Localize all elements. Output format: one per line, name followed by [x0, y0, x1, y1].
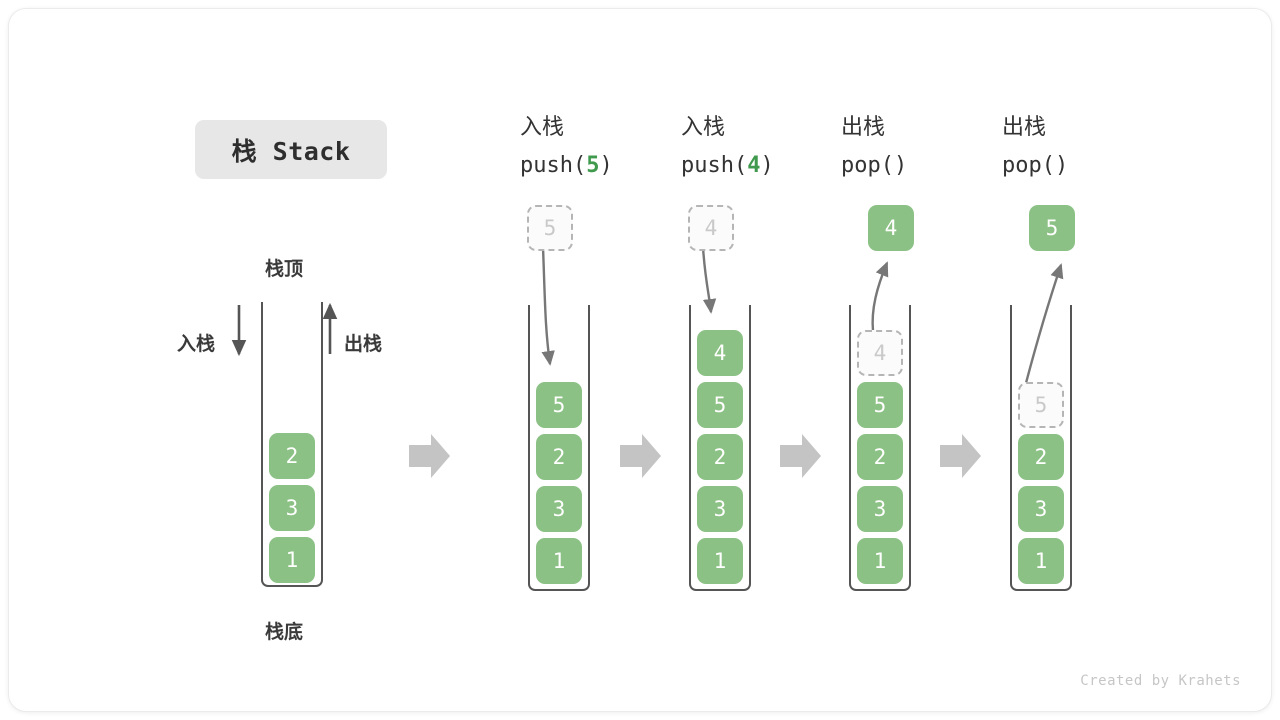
- pop-2-cell: 3: [1018, 486, 1064, 532]
- left-pop-label: 出栈: [344, 333, 383, 355]
- column-push-5-header-op: push(5): [520, 147, 613, 185]
- pop-op-text: pop(: [841, 153, 894, 178]
- diagram-card: 栈 Stack: [8, 8, 1272, 712]
- push-4-cell: 1: [697, 538, 743, 584]
- push-5-ghost-element: 5: [527, 205, 573, 251]
- push-5-cell: 5: [536, 382, 582, 428]
- pop-1-popped-element: 4: [868, 205, 914, 251]
- column-push-4-header-cn: 入栈: [681, 115, 726, 140]
- pop-close-paren: ): [893, 153, 908, 178]
- push-4-ghost-element: 4: [688, 205, 734, 251]
- pop-1-cell: 1: [857, 538, 903, 584]
- push-5-cell: 2: [536, 434, 582, 480]
- pop-1-cell: 5: [857, 382, 903, 428]
- pop-2-cell: 1: [1018, 538, 1064, 584]
- push-5-stack-container: [528, 305, 590, 591]
- push-5-cell: 3: [536, 486, 582, 532]
- pop-2-stack-container: [1010, 305, 1072, 591]
- pop-op-text: pop(: [1002, 153, 1055, 178]
- push-arg-value: 4: [747, 153, 761, 178]
- pop-close-paren: ): [1054, 153, 1069, 178]
- left-stack-container: [261, 302, 323, 587]
- column-push-4-header-op: push(4): [681, 147, 774, 185]
- column-pop-2-header-op: pop(): [1002, 147, 1068, 185]
- push-4-cell: 4: [697, 330, 743, 376]
- push-4-cell: 5: [697, 382, 743, 428]
- left-push-label: 入栈: [177, 333, 216, 355]
- push-4-cell: 2: [697, 434, 743, 480]
- push-op-text: push(: [681, 153, 748, 178]
- column-pop-1-header: 出栈 pop(): [841, 109, 907, 185]
- left-stack-cell: 1: [269, 537, 315, 583]
- push-4-cell: 3: [697, 486, 743, 532]
- column-push-5: 入栈 push(5) 5 5 2 3 1: [520, 109, 640, 599]
- push-5-cell: 1: [536, 538, 582, 584]
- column-pop-2: 出栈 pop() 5 5 2 3 1: [1002, 109, 1122, 599]
- push-4-stack-container: [689, 305, 751, 591]
- stack-top-label: 栈顶: [265, 258, 304, 280]
- push-arg-value: 5: [586, 153, 600, 178]
- column-push-5-header-cn: 入栈: [520, 115, 565, 140]
- pop-1-cell: 2: [857, 434, 903, 480]
- left-stack-group: 栈顶 入栈 出栈 2 3 1 栈底: [169, 249, 419, 649]
- left-stack-cell: 2: [269, 433, 315, 479]
- column-pop-1-header-cn: 出栈: [841, 115, 886, 140]
- left-stack-cell: 3: [269, 485, 315, 531]
- pop-2-cell: 2: [1018, 434, 1064, 480]
- stack-bottom-label: 栈底: [265, 621, 304, 643]
- column-push-5-header: 入栈 push(5): [520, 109, 613, 185]
- pop-2-popped-element: 5: [1029, 205, 1075, 251]
- column-pop-1-header-op: pop(): [841, 147, 907, 185]
- push-close-paren: ): [599, 153, 613, 178]
- column-pop-2-header: 出栈 pop(): [1002, 109, 1068, 185]
- column-pop-1: 出栈 pop() 4 4 5 2 3 1: [841, 109, 961, 599]
- pop-1-stack-container: [849, 305, 911, 591]
- pop-1-cell: 3: [857, 486, 903, 532]
- title-badge: 栈 Stack: [195, 120, 387, 179]
- push-close-paren: ): [760, 153, 774, 178]
- column-push-4-header: 入栈 push(4): [681, 109, 774, 185]
- footer-credit: Created by Krahets: [1080, 673, 1241, 689]
- column-pop-2-header-cn: 出栈: [1002, 115, 1047, 140]
- pop-1-ghost-element: 4: [857, 330, 903, 376]
- column-push-4: 入栈 push(4) 4 4 5 2 3 1: [681, 109, 801, 599]
- push-op-text: push(: [520, 153, 587, 178]
- pop-2-ghost-element: 5: [1018, 382, 1064, 428]
